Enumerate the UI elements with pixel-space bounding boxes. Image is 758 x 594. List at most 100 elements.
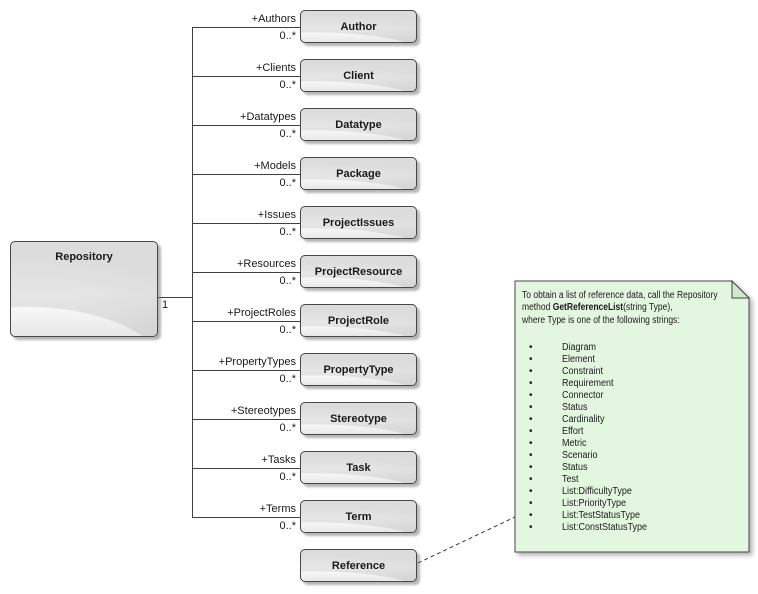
class-title-projectrole: ProjectRole (327, 314, 390, 327)
note-bullet-item: • Scenario (522, 450, 746, 462)
role-label-projectissues: +Issues (257, 209, 296, 221)
note-bullet-item: •Status (522, 462, 746, 474)
connector-line-datatype[interactable] (192, 125, 300, 126)
class-title-propertytype: PropertyType (323, 363, 394, 376)
bullet-icon: • (529, 366, 533, 378)
connector-line-projectissues[interactable] (192, 223, 300, 224)
note-bullet-item: • Element (522, 354, 746, 366)
connector-line-term[interactable] (192, 517, 300, 518)
note-bullet-item: • Effort (522, 426, 746, 438)
bullet-icon: • (529, 510, 533, 522)
note-bullet-text: Requirement (562, 378, 614, 390)
note-link-dashed-line[interactable] (417, 516, 516, 564)
role-label-projectresource: +Resources (236, 258, 296, 270)
note-shape[interactable] (514, 280, 750, 553)
note-bullet-item: •Diagram (522, 342, 746, 354)
class-title-task: Task (346, 461, 371, 474)
connector-line-package[interactable] (192, 174, 300, 175)
note-text-line-3: where Type is one of the following strin… (522, 315, 712, 327)
multiplicity-label-task: 0..* (279, 471, 296, 483)
role-label-term: +Terms (259, 503, 296, 515)
note-bullet-text: Diagram (562, 342, 597, 354)
note-bullet-item: •Status (522, 402, 746, 414)
multiplicity-label-term: 0..* (279, 520, 296, 532)
bullet-icon: • (529, 414, 533, 426)
note-bullet-text: Effort (562, 426, 584, 438)
class-title-datatype: Datatype (335, 118, 382, 131)
note-line3-text: where Type is one of the following strin… (522, 314, 680, 326)
class-title-author: Author (340, 20, 377, 33)
multiplicity-label-client: 0..* (279, 79, 296, 91)
class-box-client[interactable]: Client (300, 59, 417, 92)
class-box-datatype[interactable]: Datatype (300, 108, 417, 141)
class-box-package[interactable]: Package (300, 157, 417, 190)
role-label-stereotype: +Stereotypes (230, 405, 296, 417)
connector-line-stereotype[interactable] (192, 419, 300, 420)
bullet-icon: • (529, 378, 533, 390)
note-bullet-list: •Diagram•Element•Constraint•Requirement•… (522, 342, 746, 534)
connector-line-task[interactable] (192, 468, 300, 469)
bullet-icon: • (529, 450, 533, 462)
note-bullet-text: Constraint (562, 366, 604, 378)
repository-multiplicity-label: 1 (162, 299, 169, 311)
note-text-line-2: method GetReferenceList(string Type), (522, 302, 712, 314)
note-bullet-text: Element (562, 354, 596, 366)
note-bullet-text: List:ConstStatusType (562, 522, 648, 534)
note-content: To obtain a list of reference data, call… (515, 281, 746, 549)
note-line2-suffix: (string Type), (623, 302, 673, 314)
class-title-reference: Reference (331, 559, 386, 572)
class-box-term[interactable]: Term (300, 500, 417, 533)
note-bullet-text: List:PriorityType (562, 498, 627, 510)
class-box-author[interactable]: Author (300, 10, 417, 43)
role-label-author: +Authors (251, 13, 296, 25)
bullet-icon: • (529, 354, 533, 366)
bullet-icon: • (529, 390, 533, 402)
class-box-stereotype[interactable]: Stereotype (300, 402, 417, 435)
class-box-projectresource[interactable]: ProjectResource (300, 255, 417, 288)
note-bullet-text: Connector (562, 390, 604, 402)
bullet-icon: • (529, 498, 533, 510)
connector-line-projectresource[interactable] (192, 272, 300, 273)
note-bullet-item: •Metric (522, 438, 746, 450)
connector-line-propertytype[interactable] (192, 370, 300, 371)
class-box-projectissues[interactable]: ProjectIssues (300, 206, 417, 239)
class-box-repository[interactable]: Repository (10, 241, 158, 337)
multiplicity-label-projectissues: 0..* (279, 226, 296, 238)
role-label-projectrole: +ProjectRoles (227, 307, 296, 319)
role-label-task: +Tasks (261, 454, 296, 466)
note-bullet-item: • List:PriorityType (522, 498, 746, 510)
note-bullet-item: • Test (522, 474, 746, 486)
note-bullet-text: Scenario (562, 450, 598, 462)
connector-line-client[interactable] (192, 76, 300, 77)
note-bullet-text: List:TestStatusType (562, 510, 641, 522)
role-label-propertytype: +PropertyTypes (218, 356, 296, 368)
multiplicity-label-author: 0..* (279, 30, 296, 42)
multiplicity-label-datatype: 0..* (279, 128, 296, 140)
class-box-propertytype[interactable]: PropertyType (300, 353, 417, 386)
bullet-icon: • (529, 402, 533, 414)
multiplicity-label-projectrole: 0..* (279, 324, 296, 336)
multiplicity-label-projectresource: 0..* (279, 275, 296, 287)
class-box-projectrole[interactable]: ProjectRole (300, 304, 417, 337)
note-text-line-1: To obtain a list of reference data, call… (522, 290, 718, 302)
note-bullet-item: • List:ConstStatusType (522, 522, 746, 534)
class-box-reference[interactable]: Reference (300, 549, 417, 582)
note-bullet-text: Status (562, 462, 588, 474)
note-line1-text: To obtain a list of reference data, call… (522, 290, 718, 301)
connector-line-projectrole[interactable] (192, 321, 300, 322)
note-bullet-text: Test (562, 474, 579, 486)
note-bullet-text: Metric (562, 438, 587, 450)
repository-connector-line[interactable] (158, 297, 193, 298)
note-bullet-item: • Constraint (522, 366, 746, 378)
bullet-icon: • (529, 522, 533, 534)
note-bullet-item: • Requirement (522, 378, 746, 390)
class-title-repository: Repository (55, 251, 113, 263)
note-bullet-item: •Cardinality (522, 414, 746, 426)
class-title-client: Client (343, 69, 374, 82)
class-box-task[interactable]: Task (300, 451, 417, 484)
bullet-icon: • (529, 426, 533, 438)
bullet-icon: • (529, 474, 533, 486)
multiplicity-label-stereotype: 0..* (279, 422, 296, 434)
connector-line-author[interactable] (192, 27, 300, 28)
